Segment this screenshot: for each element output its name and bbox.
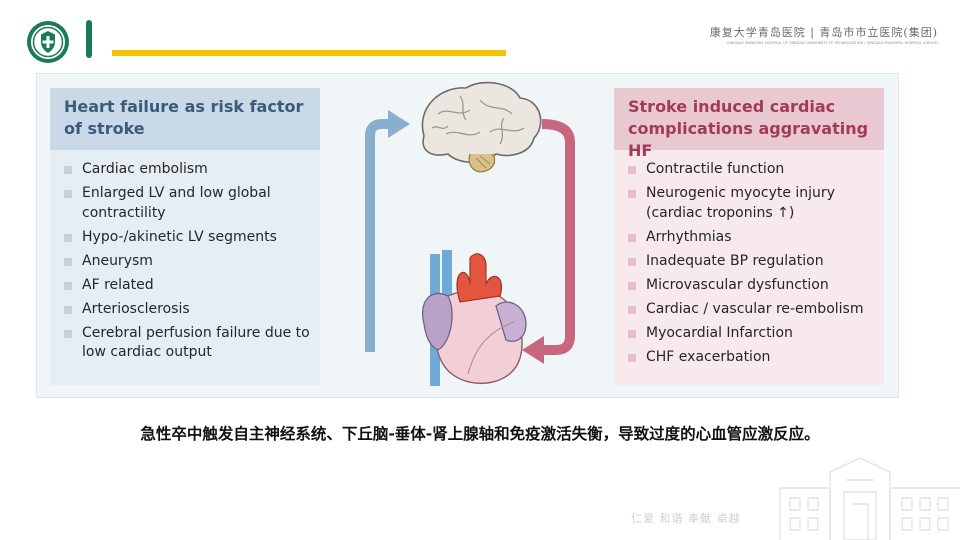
list-item: Arrhythmias	[628, 228, 874, 248]
hospital-name-cn: 康复大学青岛医院 | 青岛市市立医院(集团)	[709, 26, 938, 39]
hospital-logo-icon	[26, 20, 70, 64]
caption: 急性卒中触发自主神经系统、下丘脑-垂体-肾上腺轴和免疫激活失衡，导致过度的心血管…	[140, 425, 820, 443]
header-accent-bar	[86, 20, 92, 58]
right-cycle-arrow	[541, 119, 575, 355]
list-item: Myocardial Infarction	[628, 324, 874, 344]
list-item: Cardiac / vascular re-embolism	[628, 300, 874, 320]
hospital-name-en: QINGDAO MUNICIPAL HOSPITAL OF QINGDAO UN…	[726, 41, 938, 45]
left-cycle-arrow	[365, 119, 390, 352]
list-item: Contractile function	[628, 160, 874, 180]
hospital-name: 康复大学青岛医院 | 青岛市市立医院(集团) QINGDAO MUNICIPAL…	[710, 24, 938, 45]
left-arrow-head	[388, 110, 410, 138]
list-item: Hypo-/akinetic LV segments	[64, 228, 310, 248]
list-item: Aneurysm	[64, 252, 310, 272]
heart-icon	[422, 250, 527, 386]
list-item: Inadequate BP regulation	[628, 252, 874, 272]
left-panel-list: Cardiac embolism Enlarged LV and low glo…	[50, 150, 320, 363]
right-panel-list: Contractile function Neurogenic myocyte …	[614, 150, 884, 367]
hospital-building-icon	[779, 457, 960, 540]
brain-icon	[421, 81, 542, 173]
left-panel-title: Heart failure as risk factor of stroke	[50, 88, 320, 150]
list-item: AF related	[64, 276, 310, 296]
right-arrow-head	[522, 336, 544, 364]
header-yellow-line	[112, 50, 506, 56]
right-panel: Stroke induced cardiac complications agg…	[614, 88, 884, 385]
list-item: Cerebral perfusion failure due to low ca…	[64, 324, 310, 363]
footer-motto: 仁爱 和谐 奉献 卓越	[631, 512, 741, 525]
list-item: Microvascular dysfunction	[628, 276, 874, 296]
left-panel: Heart failure as risk factor of stroke C…	[50, 88, 320, 385]
list-item: Cardiac embolism	[64, 160, 310, 180]
cycle-illustration	[365, 81, 575, 386]
list-item: CHF exacerbation	[628, 348, 874, 368]
list-item: Neurogenic myocyte injury (cardiac tropo…	[628, 184, 874, 223]
list-item: Arteriosclerosis	[64, 300, 310, 320]
list-item: Enlarged LV and low global contractility	[64, 184, 310, 223]
right-panel-title: Stroke induced cardiac complications agg…	[614, 88, 884, 160]
